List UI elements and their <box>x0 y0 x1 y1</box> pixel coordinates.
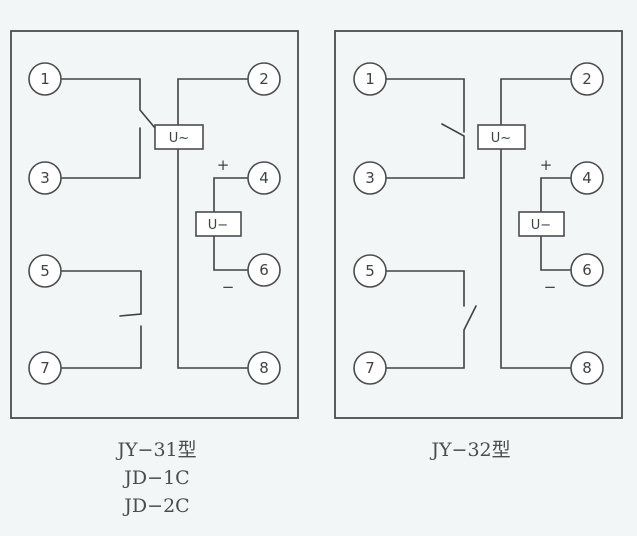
ac-coil <box>477 124 526 150</box>
terminal-2 <box>247 62 281 96</box>
terminal-8-label: 8 <box>582 359 592 377</box>
dc-coil <box>195 211 242 237</box>
terminal-7 <box>28 351 62 385</box>
terminal-6 <box>247 253 281 287</box>
frame-right <box>334 30 623 419</box>
terminal-8-label: 8 <box>259 359 269 377</box>
ac-coil-label: U~ <box>491 131 511 146</box>
terminal-1 <box>28 62 62 96</box>
dc-coil-label: U− <box>531 218 551 233</box>
terminal-3 <box>28 161 62 195</box>
terminal-2-label: 2 <box>259 70 269 88</box>
wire-3-contact <box>60 127 141 179</box>
terminal-6 <box>570 253 604 287</box>
wire-2-8-bus <box>500 78 572 369</box>
wire-5-contact <box>60 270 142 317</box>
diagram-jy32: U~ U− + − 1 2 3 4 5 6 7 8 <box>334 30 623 419</box>
caption-left: JY−31型 JD−1C JD−2C <box>82 436 232 520</box>
terminal-4 <box>570 161 604 195</box>
caption-model-jy32: JY−32型 <box>431 439 511 461</box>
wire-2-8-bus <box>177 78 249 369</box>
wire-3-contact <box>385 123 465 179</box>
terminal-7-label: 7 <box>365 359 375 377</box>
terminal-3-label: 3 <box>40 169 50 187</box>
terminal-8 <box>570 351 604 385</box>
wire-5-contact <box>385 270 465 307</box>
terminal-3 <box>353 161 387 195</box>
terminal-1 <box>353 62 387 96</box>
terminal-5 <box>353 254 387 288</box>
terminal-4 <box>247 161 281 195</box>
wire-1-contact <box>60 78 156 129</box>
wire-7-contact <box>385 305 477 369</box>
terminal-5-label: 5 <box>365 262 375 280</box>
wire-7-contact <box>60 325 142 369</box>
terminal-5 <box>28 254 62 288</box>
terminal-1-label: 1 <box>40 70 50 88</box>
frame-left <box>10 30 299 419</box>
minus-sign: − <box>544 278 557 296</box>
terminal-4-label: 4 <box>259 169 269 187</box>
terminal-7-label: 7 <box>40 359 50 377</box>
dc-coil-label: U− <box>208 218 228 233</box>
terminal-2-label: 2 <box>582 70 592 88</box>
ac-coil-label: U~ <box>169 131 189 146</box>
terminal-1-label: 1 <box>365 70 375 88</box>
terminal-5-label: 5 <box>40 262 50 280</box>
plus-sign: + <box>540 156 553 174</box>
terminal-6-label: 6 <box>259 261 269 279</box>
terminal-6-label: 6 <box>582 261 592 279</box>
caption-model-jd1c: JD−1C <box>124 467 190 489</box>
caption-model-jy31: JY−31型 <box>117 439 197 461</box>
terminal-8 <box>247 351 281 385</box>
ac-coil <box>154 124 204 150</box>
terminal-2 <box>570 62 604 96</box>
diagram-jy31: U~ U− + − 1 2 3 4 5 6 7 8 <box>10 30 299 419</box>
terminal-4-label: 4 <box>582 169 592 187</box>
minus-sign: − <box>222 278 235 296</box>
wire-1-contact <box>385 78 465 133</box>
caption-model-jd2c: JD−2C <box>124 495 190 517</box>
terminal-3-label: 3 <box>365 169 375 187</box>
terminal-7 <box>353 351 387 385</box>
dc-coil <box>518 211 565 237</box>
plus-sign: + <box>217 156 230 174</box>
caption-right: JY−32型 <box>396 436 546 464</box>
